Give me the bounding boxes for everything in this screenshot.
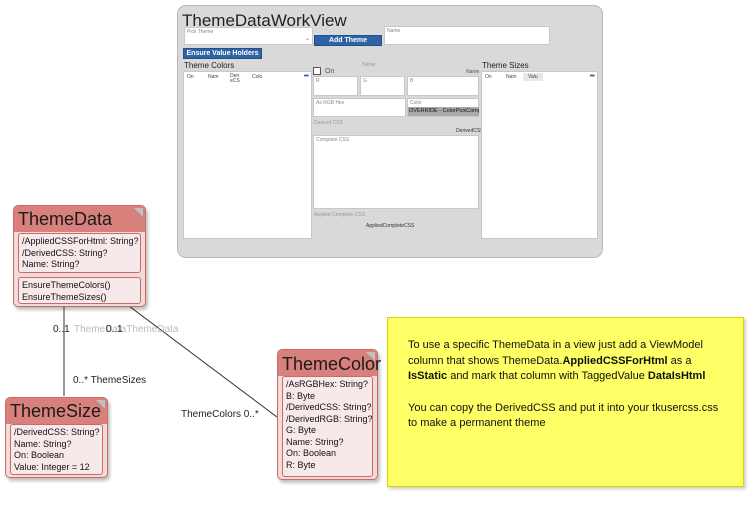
pick-theme-label: Pick Theme [187, 29, 214, 35]
applied-complete-css-value: AppliedCompleteCSS [366, 223, 415, 229]
theme-sizes-grid[interactable]: On Nam Valu ••• [481, 71, 598, 239]
note-paragraph-2: You can copy the DerivedCSS and put it i… [408, 401, 719, 430]
theme-colors-grid[interactable]: On Nam Deri· eCS Colo ••• [183, 71, 312, 239]
b-field[interactable]: B [407, 76, 479, 96]
theme-data-work-view: ThemeDataWorkView Pick Theme ⌄ Add Theme… [177, 5, 603, 258]
workview-title: ThemeDataWorkView [182, 11, 347, 30]
as-rgb-hex-field[interactable]: As RGB Hex [313, 98, 406, 117]
attributes-compartment: /AsRGBHex: String? B: Byte /DerivedCSS: … [282, 376, 373, 477]
class-header: ThemeData [14, 206, 145, 232]
column-header[interactable]: Valu [523, 73, 543, 81]
g-field[interactable]: G [360, 76, 405, 96]
override-color-picker[interactable]: OVERRIDE - ColorPickComp [408, 107, 479, 116]
corner-icon [366, 352, 375, 361]
method: EnsureThemeColors() [22, 280, 111, 290]
class-name: ThemeColor [282, 354, 382, 374]
name-field-label: Name [387, 28, 401, 34]
corner-icon [96, 400, 105, 409]
attribute: /DerivedRGB: String? [286, 413, 373, 424]
column-header[interactable]: On [187, 74, 194, 80]
ellipsis-icon[interactable]: ••• [589, 73, 595, 80]
theme-color-class[interactable]: ThemeColor /AsRGBHex: String? B: Byte /D… [277, 349, 381, 480]
pick-theme-combo[interactable]: Pick Theme ⌄ [184, 27, 313, 45]
class-name: ThemeSize [10, 401, 102, 421]
theme-sizes-role-label: 0..* ThemeSizes [73, 375, 147, 386]
attribute: On: Boolean [286, 448, 337, 458]
attribute: On: Boolean [14, 450, 65, 460]
r-field[interactable]: R [313, 76, 358, 96]
comment-note[interactable]: To use a specific ThemeData in a view ju… [387, 317, 744, 487]
note-bold-text: IsStatic [408, 370, 448, 382]
multiplicity-label: 0..1 [53, 324, 70, 335]
theme-colors-association-line [124, 302, 278, 418]
column-header[interactable]: Nam [208, 74, 219, 80]
color-field[interactable]: Color OVERRIDE - ColorPickComp [407, 98, 479, 117]
column-header[interactable]: Nam [506, 74, 517, 80]
attribute: /AppliedCSSForHtml: String? [22, 236, 139, 246]
name-field[interactable]: Name [384, 26, 550, 45]
multiplicity-label: 0..1 [106, 324, 123, 335]
attribute: Value: Integer = 12 [14, 461, 90, 472]
applied-complete-css-label: Applied Complete CSS [314, 212, 366, 218]
attributes-compartment: /AppliedCSSForHtml: String? /DerivedCSS:… [18, 233, 141, 273]
attribute: /DerivedCSS: String? [14, 427, 100, 437]
theme-size-class[interactable]: ThemeSize /DerivedCSS: String? Name: Str… [5, 397, 108, 478]
theme-sizes-label: Theme Sizes [482, 61, 529, 70]
attribute: G: Byte [286, 425, 317, 435]
attribute: /AsRGBHex: String? [286, 379, 369, 389]
name-small-label: Name [362, 62, 376, 68]
add-theme-button[interactable]: Add Theme [314, 35, 382, 46]
theme-colors-label: Theme Colors [184, 61, 235, 70]
attribute: /DerivedCSS: String? [286, 402, 372, 412]
ellipsis-icon[interactable]: ••• [303, 73, 309, 80]
note-bold-text: AppliedCSSForHtml [562, 354, 668, 367]
attribute: B: Byte [286, 390, 316, 401]
attribute: /DerivedCSS: String? [22, 247, 108, 258]
on-label: On [325, 68, 335, 75]
column-header[interactable]: On [485, 74, 492, 80]
derived-css-label: Derived CSS [314, 120, 343, 126]
class-name: ThemeData [18, 209, 113, 229]
note-text: as a [667, 354, 692, 367]
methods-compartment: EnsureThemeColors() EnsureThemeSizes() [18, 277, 141, 304]
b-label: B [410, 78, 414, 84]
method: EnsureThemeSizes() [22, 291, 107, 302]
name-right-label: Name [466, 69, 480, 75]
column-header[interactable]: Colo [252, 74, 263, 80]
note-text: and mark that column with TaggedValue [447, 370, 648, 382]
attribute: Name: String? [22, 259, 80, 269]
corner-icon [134, 208, 143, 217]
faded-association-label: ThemeDataThemeData [74, 324, 179, 335]
class-header: ThemeColor [278, 350, 381, 376]
on-checkbox[interactable] [313, 67, 321, 75]
chevron-down-icon: ⌄ [304, 36, 310, 42]
theme-data-class[interactable]: ThemeData /AppliedCSSForHtml: String? /D… [13, 205, 146, 307]
r-label: R [316, 78, 320, 84]
note-text: To use a specific ThemeData in a view ju… [408, 339, 703, 367]
attribute: R: Byte [286, 459, 316, 470]
note-bold-text: DataIsHtml [647, 370, 706, 382]
ensure-value-holders-button[interactable]: Ensure Value Holders [183, 48, 262, 59]
complete-css-field[interactable]: Complete CSS [313, 135, 479, 209]
g-label: G [363, 78, 367, 84]
complete-css-label: Complete CSS [316, 137, 350, 143]
derived-css-value: DerivedCSS [456, 128, 484, 134]
as-rgb-hex-label: As RGB Hex [316, 100, 345, 106]
attribute: Name: String? [286, 436, 344, 447]
attribute: Name: String? [14, 438, 72, 449]
class-header: ThemeSize [6, 398, 107, 424]
note-paragraph-1: To use a specific ThemeData in a view ju… [408, 338, 728, 385]
color-label: Color [410, 100, 422, 106]
attributes-compartment: /DerivedCSS: String? Name: String? On: B… [10, 424, 103, 475]
column-header[interactable]: Deri· eCS [230, 73, 241, 84]
theme-colors-role-label: ThemeColors 0..* [181, 409, 259, 420]
